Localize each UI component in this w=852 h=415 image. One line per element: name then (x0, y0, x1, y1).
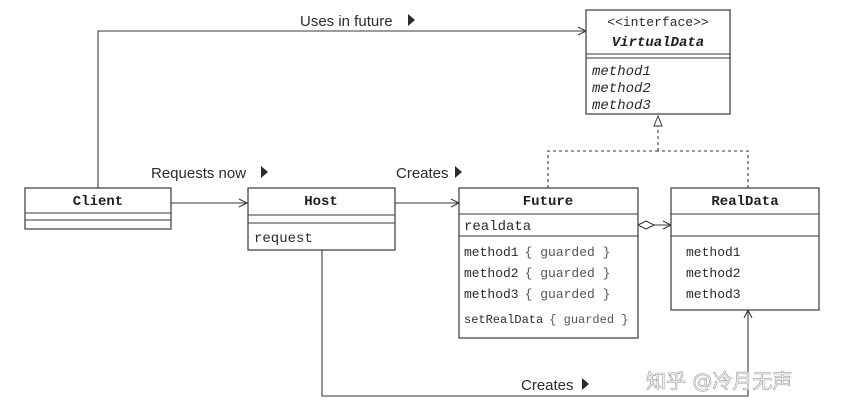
virtualdata-method: method3 (592, 98, 651, 114)
requests-now-triangle-icon (261, 166, 268, 178)
host-class: Host request (247, 187, 396, 251)
realization-triangle (653, 114, 663, 127)
creates-bottom-label: Creates (521, 377, 574, 394)
virtualdata-method: method2 (592, 81, 651, 97)
future-field: realdata (464, 219, 531, 235)
future-method: method1{ guarded } (464, 245, 610, 260)
creates-top-label: Creates (396, 165, 449, 182)
creates-top-triangle-icon (455, 166, 462, 178)
creates-realdata-line (321, 250, 748, 397)
uses-in-future-label: Uses in future (300, 13, 393, 30)
virtualdata-class: <<interface>> VirtualData method1 method… (585, 9, 731, 115)
host-field: request (254, 231, 313, 247)
virtualdata-name: VirtualData (612, 35, 704, 51)
client-name: Client (73, 194, 123, 210)
future-name: Future (523, 194, 573, 210)
virtualdata-stereotype: <<interface>> (607, 15, 709, 30)
creates-bottom-triangle-icon (582, 378, 589, 390)
realdata-name: RealData (711, 194, 779, 210)
realdata-method: method3 (686, 287, 741, 302)
future-class: Future realdata method1{ guarded } metho… (458, 187, 639, 339)
future-method: method2{ guarded } (464, 266, 610, 281)
realdata-class: RealData method1 method2 method3 (670, 187, 820, 311)
uses-in-future-triangle-icon (408, 14, 415, 26)
requests-now-label: Requests now (151, 165, 246, 182)
realdata-method: method2 (686, 266, 741, 281)
realization-line-future (547, 150, 658, 188)
client-class: Client (24, 187, 172, 230)
future-method: method3{ guarded } (464, 287, 610, 302)
host-name: Host (304, 194, 338, 210)
aggregation-diamond (636, 220, 656, 230)
realization-line-realdata (658, 150, 749, 188)
realdata-method: method1 (686, 245, 741, 260)
watermark: 知乎 @冷月无声 (646, 369, 792, 393)
future-method: setRealData{ guarded } (464, 313, 628, 327)
uses-in-future-line (97, 31, 586, 188)
virtualdata-method: method1 (592, 64, 651, 80)
